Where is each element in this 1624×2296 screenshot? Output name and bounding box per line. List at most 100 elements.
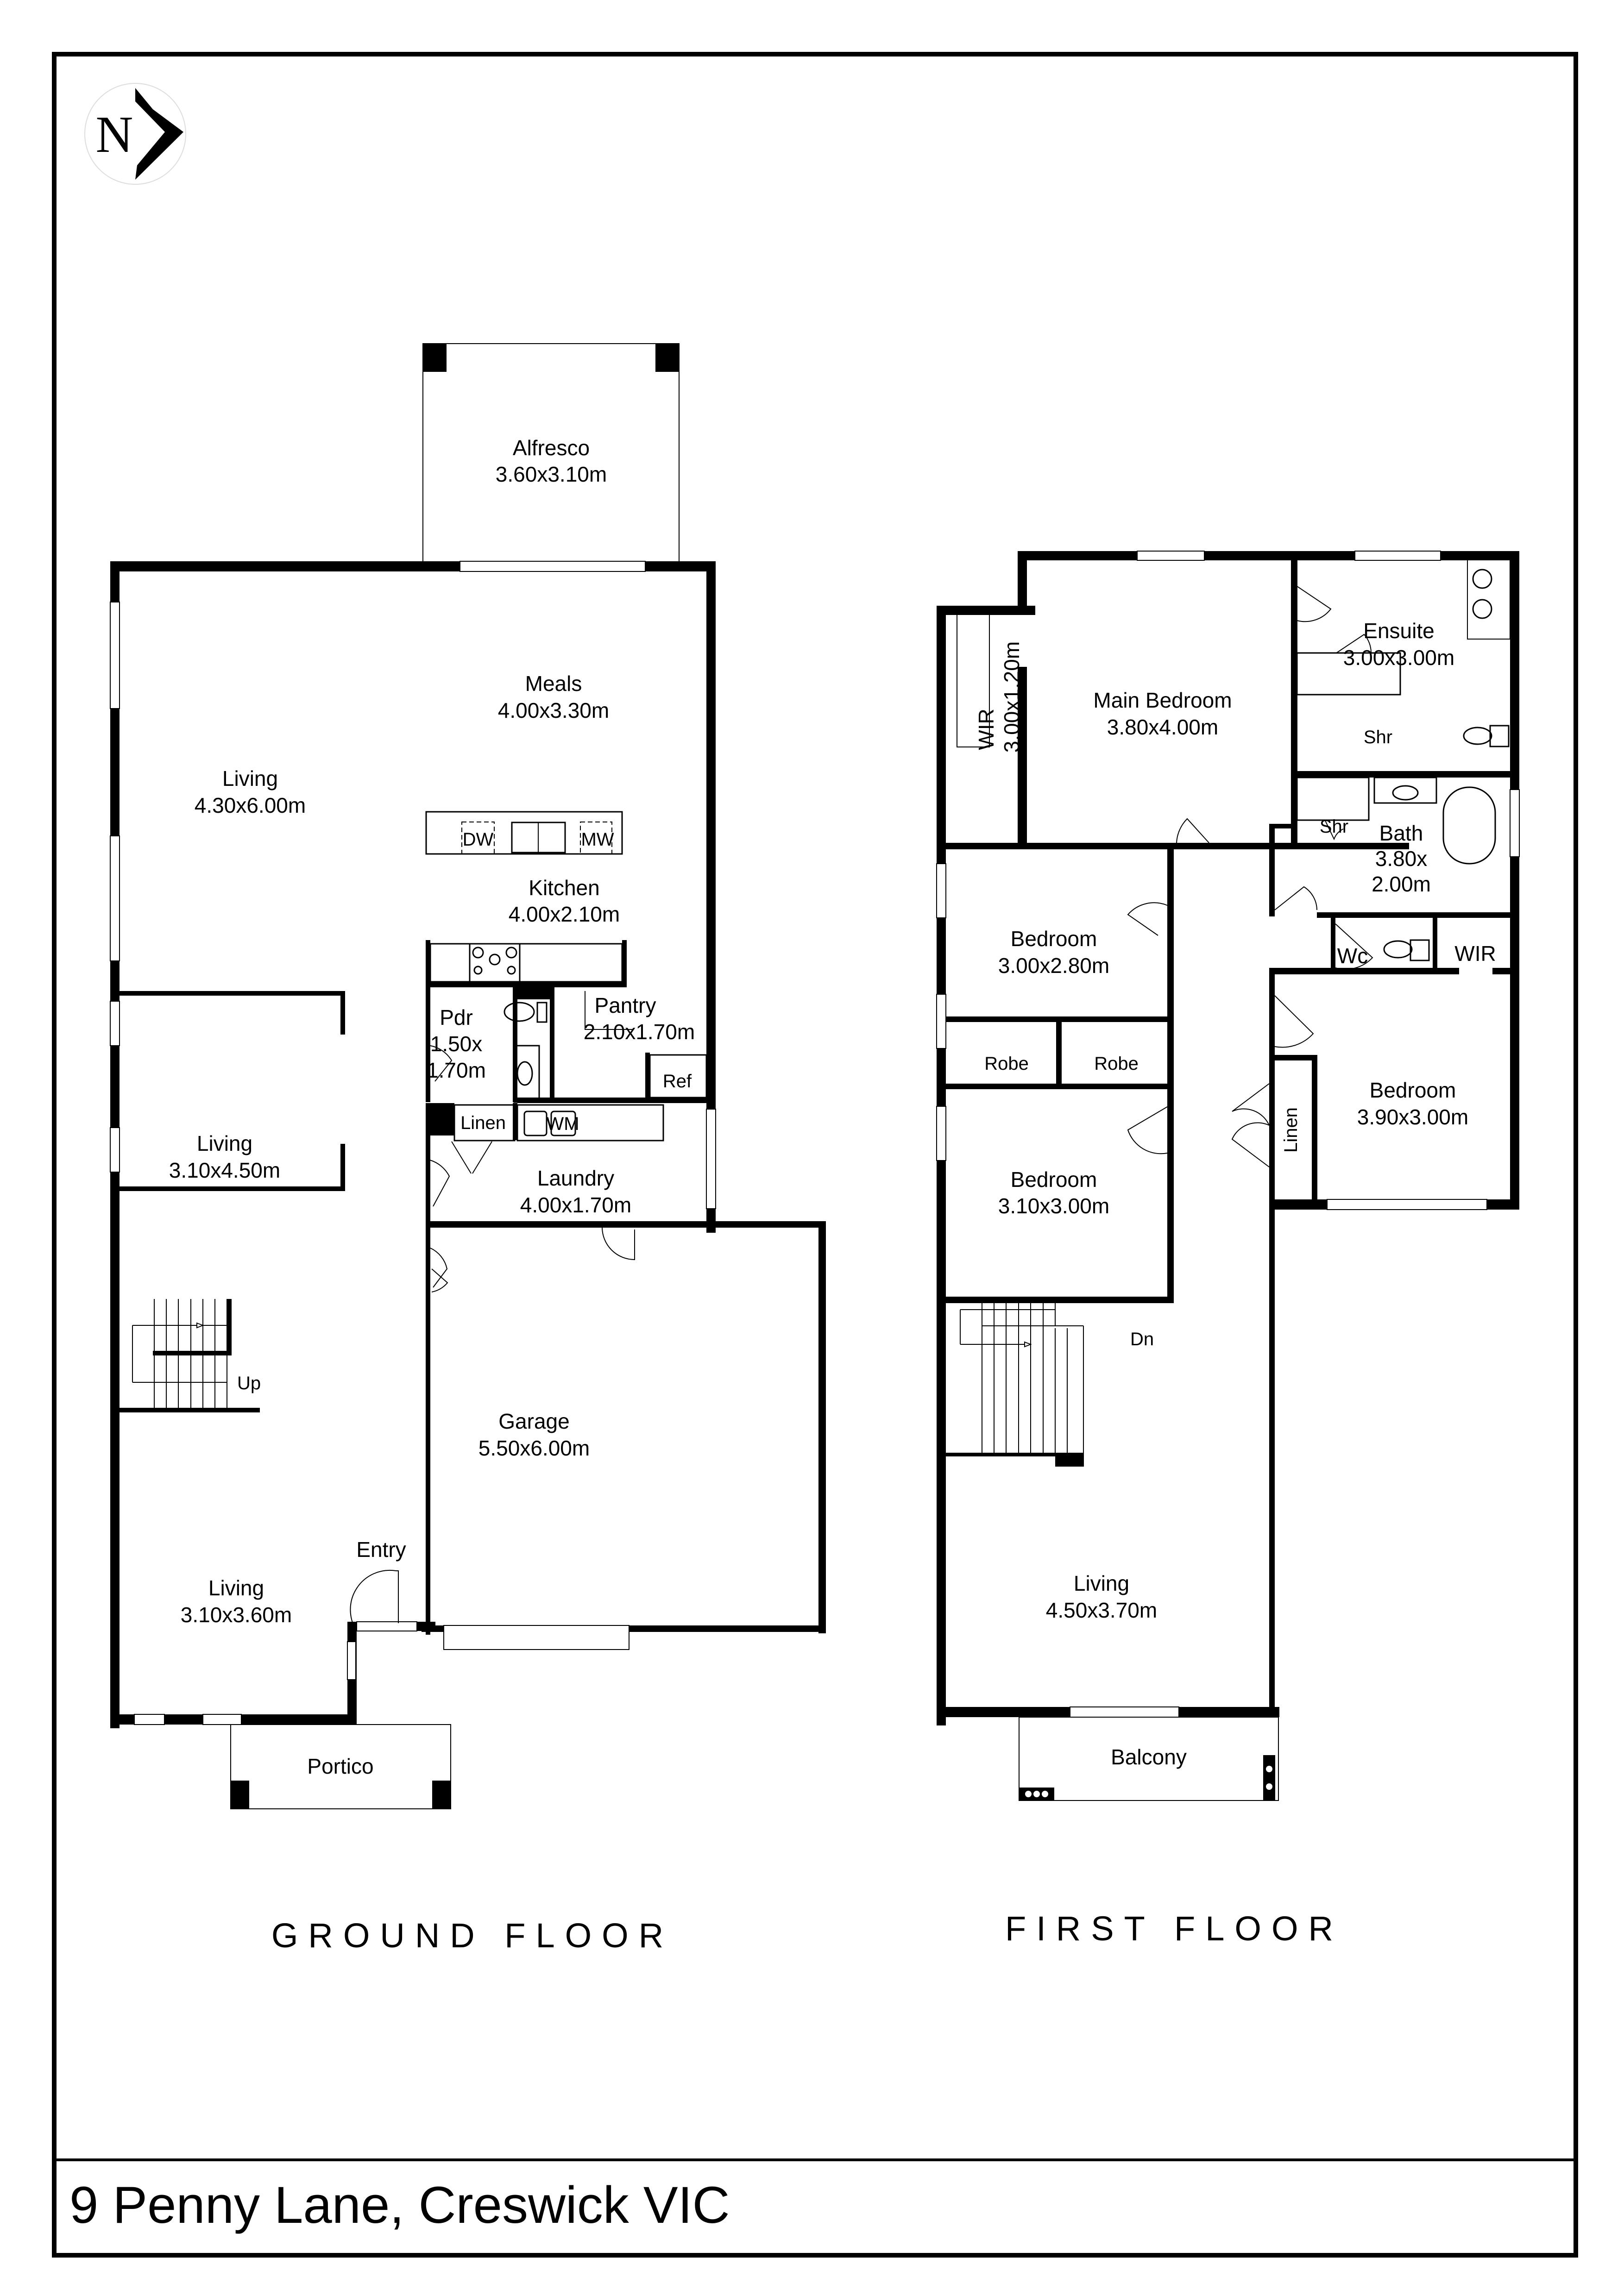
garage: Garage 5.50x6.00m [422, 1221, 826, 1650]
robe-label: Robe [984, 1054, 1029, 1074]
laundry-tub-icon [516, 1104, 664, 1142]
garage-door [443, 1625, 629, 1650]
shower-label: Shr [1364, 727, 1392, 747]
door-swing [1297, 586, 1332, 622]
fridge-label: Ref [663, 1071, 692, 1092]
front-door-swing [350, 1569, 399, 1631]
room-name: Living [1074, 1571, 1129, 1595]
room-name: Bedroom [1011, 927, 1097, 951]
room-name: Portico [307, 1754, 373, 1778]
window [110, 602, 120, 709]
room-size: 3.00x3.00m [1343, 646, 1454, 670]
door-swing [1274, 995, 1314, 1048]
alfresco-post [423, 344, 447, 372]
window [202, 1714, 242, 1725]
window [134, 1714, 165, 1725]
window [1510, 789, 1520, 857]
first-floor-plan: WIR 3.00x1.20m Main Bedroom 3.80x4.00m S… [936, 551, 1520, 1948]
room-name: Entry [356, 1537, 406, 1562]
bathtub-icon [1442, 786, 1496, 865]
staircase-down [960, 1303, 1084, 1453]
room-name: Pdr [440, 1005, 473, 1029]
sheet-border [52, 52, 1578, 2258]
floor-title: GROUND FLOOR [271, 1916, 674, 1955]
door-swing [1127, 902, 1168, 936]
basin-icon [1392, 785, 1419, 801]
room-name: Balcony [1111, 1745, 1187, 1769]
window [706, 1109, 716, 1209]
toilet-icon [504, 1002, 548, 1023]
room-name: Wc [1337, 944, 1368, 968]
dishwasher-label: DW [463, 829, 494, 850]
room-size-line1: 3.80x [1375, 847, 1428, 871]
linen-doors [1231, 1083, 1270, 1167]
basin-icon [513, 1045, 540, 1103]
room-name: Garage [498, 1409, 569, 1433]
room-name: Meals [525, 671, 582, 696]
shower-ensuite [1296, 652, 1401, 696]
room-size: 5.50x6.00m [478, 1436, 590, 1460]
window [110, 1127, 120, 1173]
basin-icon [1472, 599, 1492, 619]
room-name: Laundry [537, 1166, 614, 1190]
room-name: Alfresco [513, 436, 590, 460]
room-size: 3.10x4.50m [169, 1158, 280, 1182]
room-name: Main Bedroom [1093, 688, 1232, 712]
alfresco-post [655, 344, 679, 372]
room-size-line1: 1.50x [430, 1032, 483, 1056]
room-size: 3.10x3.60m [181, 1603, 292, 1627]
sliding-door [460, 561, 646, 572]
door-swing [1176, 818, 1209, 843]
room-size: 3.10x3.00m [998, 1194, 1109, 1218]
door-swing [1335, 923, 1373, 970]
door-swing [1127, 1106, 1168, 1154]
linen-label: Linen [460, 1113, 506, 1133]
window [1354, 551, 1441, 561]
shower-label: Shr [1320, 816, 1348, 837]
room-name: Ensuite [1363, 619, 1434, 643]
vanity [1467, 558, 1511, 640]
window [347, 1641, 356, 1680]
room-size: 3.90x3.00m [1357, 1105, 1468, 1129]
stairs-down-label: Dn [1130, 1329, 1154, 1349]
room-size: 3.00x2.80m [998, 954, 1109, 978]
ground-floor-plan: Alfresco 3.60x3.10m Living 4.30x6.00m Me… [110, 343, 826, 1955]
room-size: 4.50x3.70m [1046, 1598, 1157, 1622]
shower-bath [1296, 777, 1370, 821]
kitchen-island: DW MW [425, 811, 623, 855]
toilet-icon [1383, 939, 1430, 961]
balcony: Balcony [1019, 1717, 1279, 1801]
room-name: Bedroom [1011, 1167, 1097, 1192]
room-size: 4.00x2.10m [509, 902, 620, 926]
window [936, 1106, 946, 1161]
door-swing [430, 1248, 448, 1288]
room-size-line2: 2.00m [1372, 872, 1431, 896]
compass-label: N [96, 106, 133, 163]
room-size: 4.00x1.70m [520, 1193, 631, 1217]
room-size: 2.10x1.70m [584, 1020, 695, 1044]
door-swing [602, 1227, 635, 1261]
room-size-line2: 1.70m [427, 1058, 486, 1082]
room-size: 3.00x1.20m [1000, 641, 1024, 753]
fridge-space [649, 1054, 707, 1098]
room-name: Living [197, 1131, 252, 1155]
toilet-icon [1463, 725, 1510, 747]
room-name: Living [208, 1576, 264, 1600]
room-size: 4.30x6.00m [195, 793, 306, 817]
room-name: Bedroom [1370, 1078, 1456, 1102]
room-name: Pantry [595, 993, 656, 1017]
linen-label: Linen [1281, 1107, 1301, 1153]
property-address: 9 Penny Lane, Creswick VIC [69, 2176, 730, 2234]
window [936, 863, 946, 918]
staircase-up [132, 1299, 232, 1408]
door-swing [1274, 886, 1317, 910]
vanity [1373, 777, 1437, 804]
door-swing [429, 1160, 450, 1207]
room-name: WIR [974, 709, 998, 750]
room-name: Living [222, 766, 278, 790]
microwave-label: MW [581, 829, 614, 850]
room-name: WIR [1454, 941, 1496, 966]
room-size: 3.80x4.00m [1107, 715, 1218, 739]
window [110, 835, 120, 961]
